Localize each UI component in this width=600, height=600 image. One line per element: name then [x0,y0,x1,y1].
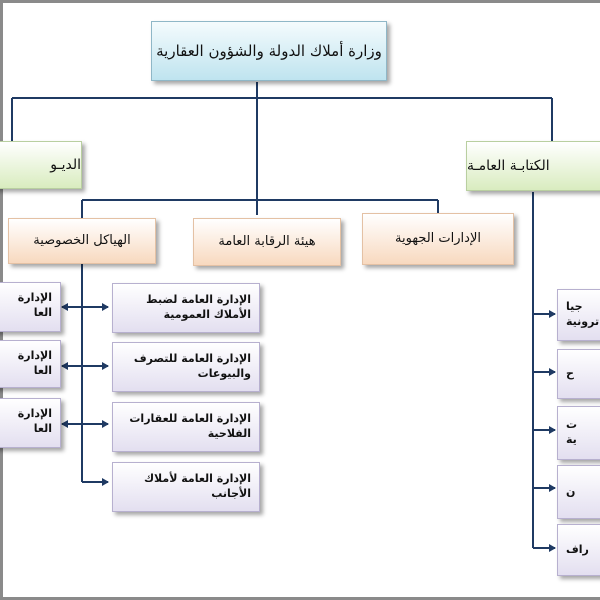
left-directorate-box: الإدارة العا [0,398,61,448]
general-secretariat-label: الكتابـة العامـة [467,157,550,174]
directorate-box: الإدارة العامة لأملاك الأجانب [112,462,260,512]
directorate-label: الإدارة العامة للتصرف والبيوعات [133,352,251,380]
left-directorate-label: الإدارة العا [17,349,52,377]
right-unit-box: راف [557,524,600,576]
left-directorate-box: الإدارة العا [0,282,61,332]
right-unit-label: ن [566,484,576,498]
directorate-label: الإدارة العامة لضبط الأملاك العمومية [146,293,251,321]
directorate-box: الإدارة العامة لضبط الأملاك العمومية [112,283,260,333]
right-unit-label: ية [566,433,577,446]
left-directorate-box: الإدارة العا [0,340,61,388]
right-unit-box: ح [557,349,600,399]
ministry-box: وزارة أملاك الدولة والشؤون العقارية [151,21,387,81]
left-directorate-label: الإدارة العا [17,407,52,435]
directorate-box: الإدارة العامة للتصرف والبيوعات [112,342,260,392]
regional-administrations-box: الإدارات الجهوية [362,213,514,265]
general-control-box: هيئة الرقابة العامة [193,218,341,266]
diwan-box: الديـو [0,141,82,189]
right-unit-box: ت ية [557,406,600,460]
right-unit-box: جيا ترونية [557,289,600,341]
right-unit-label: ت [566,418,578,432]
left-directorate-label: الإدارة العا [17,291,52,319]
directorate-label: الإدارة العامة للعقارات الفلاحية [129,412,251,440]
right-unit-label: ح [566,366,574,380]
right-unit-label: جيا [566,300,583,314]
diwan-label: الديـو [50,156,81,173]
right-unit-label: ترونية [566,315,600,328]
general-secretariat-box: الكتابـة العامـة [466,141,600,191]
general-control-label: هيئة الرقابة العامة [218,234,316,250]
regional-administrations-label: الإدارات الجهوية [395,231,481,247]
special-structures-label: الهياكل الخصوصية [33,233,131,249]
right-unit-label: راف [566,542,589,556]
right-unit-box: ن [557,465,600,519]
ministry-label: وزارة أملاك الدولة والشؤون العقارية [156,41,382,60]
directorate-label: الإدارة العامة لأملاك الأجانب [143,472,251,500]
special-structures-box: الهياكل الخصوصية [8,218,156,264]
directorate-box: الإدارة العامة للعقارات الفلاحية [112,402,260,452]
